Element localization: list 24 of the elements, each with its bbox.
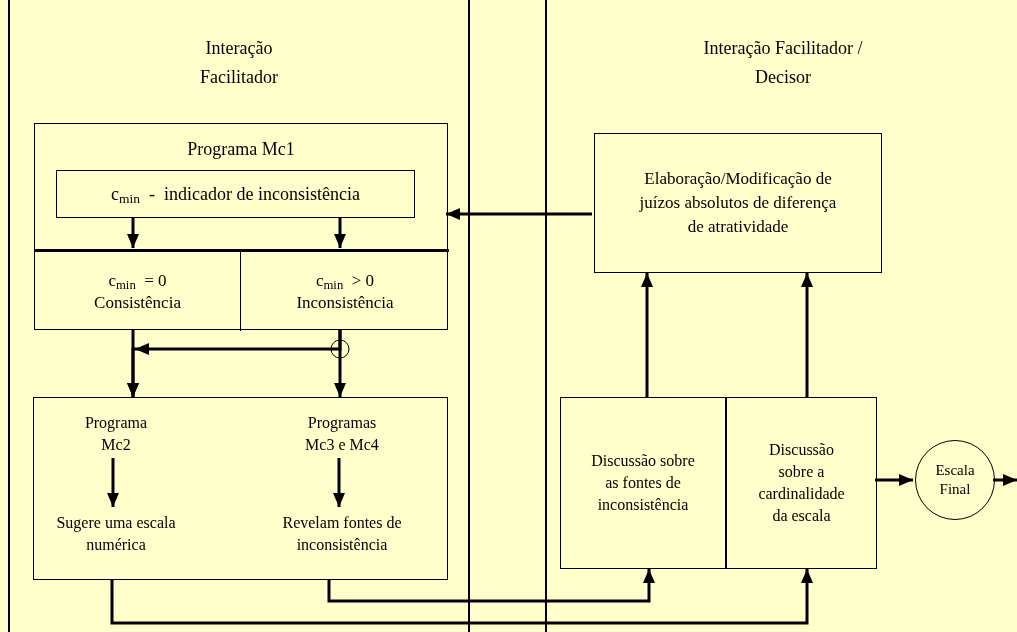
process-box xyxy=(560,397,727,569)
node-text: c$_{min}$ > 0 xyxy=(315,269,375,292)
program-box xyxy=(34,123,448,330)
node-text: Discussão sobre as fontes de inconsistência xyxy=(590,451,696,515)
node-text: c$_{min}$ - indicador de inconsistência xyxy=(111,182,360,208)
node-text: Interação Facilitador / Decisor xyxy=(702,37,864,89)
node-text: Programas Mc3 e Mc4 xyxy=(304,413,380,455)
node-text: Interação Facilitador xyxy=(199,37,279,89)
node-text: Discussão sobre a cardinalidade da escala xyxy=(757,440,846,526)
process-box xyxy=(594,133,882,273)
node-text: Escala Final xyxy=(934,461,976,499)
panel xyxy=(8,0,470,632)
node-text: Consistência xyxy=(94,291,181,314)
node-text: Programa Mc2 xyxy=(83,413,149,455)
process-box xyxy=(727,397,877,569)
program-box xyxy=(33,397,448,580)
indicator-box xyxy=(56,170,415,218)
node-text: Elaboração/Modificação de juízos absolutos de diferença de atratividade xyxy=(638,168,838,238)
result-cell xyxy=(35,249,241,331)
node-text: Sugere uma escala numérica xyxy=(55,513,177,555)
node-text: Programa Mc1 xyxy=(187,138,295,161)
node-text: Inconsistência xyxy=(296,291,394,314)
node-text: Revelam fontes de inconsistência xyxy=(281,513,403,555)
node-text: c$_{min}$ = 0 xyxy=(108,269,167,292)
